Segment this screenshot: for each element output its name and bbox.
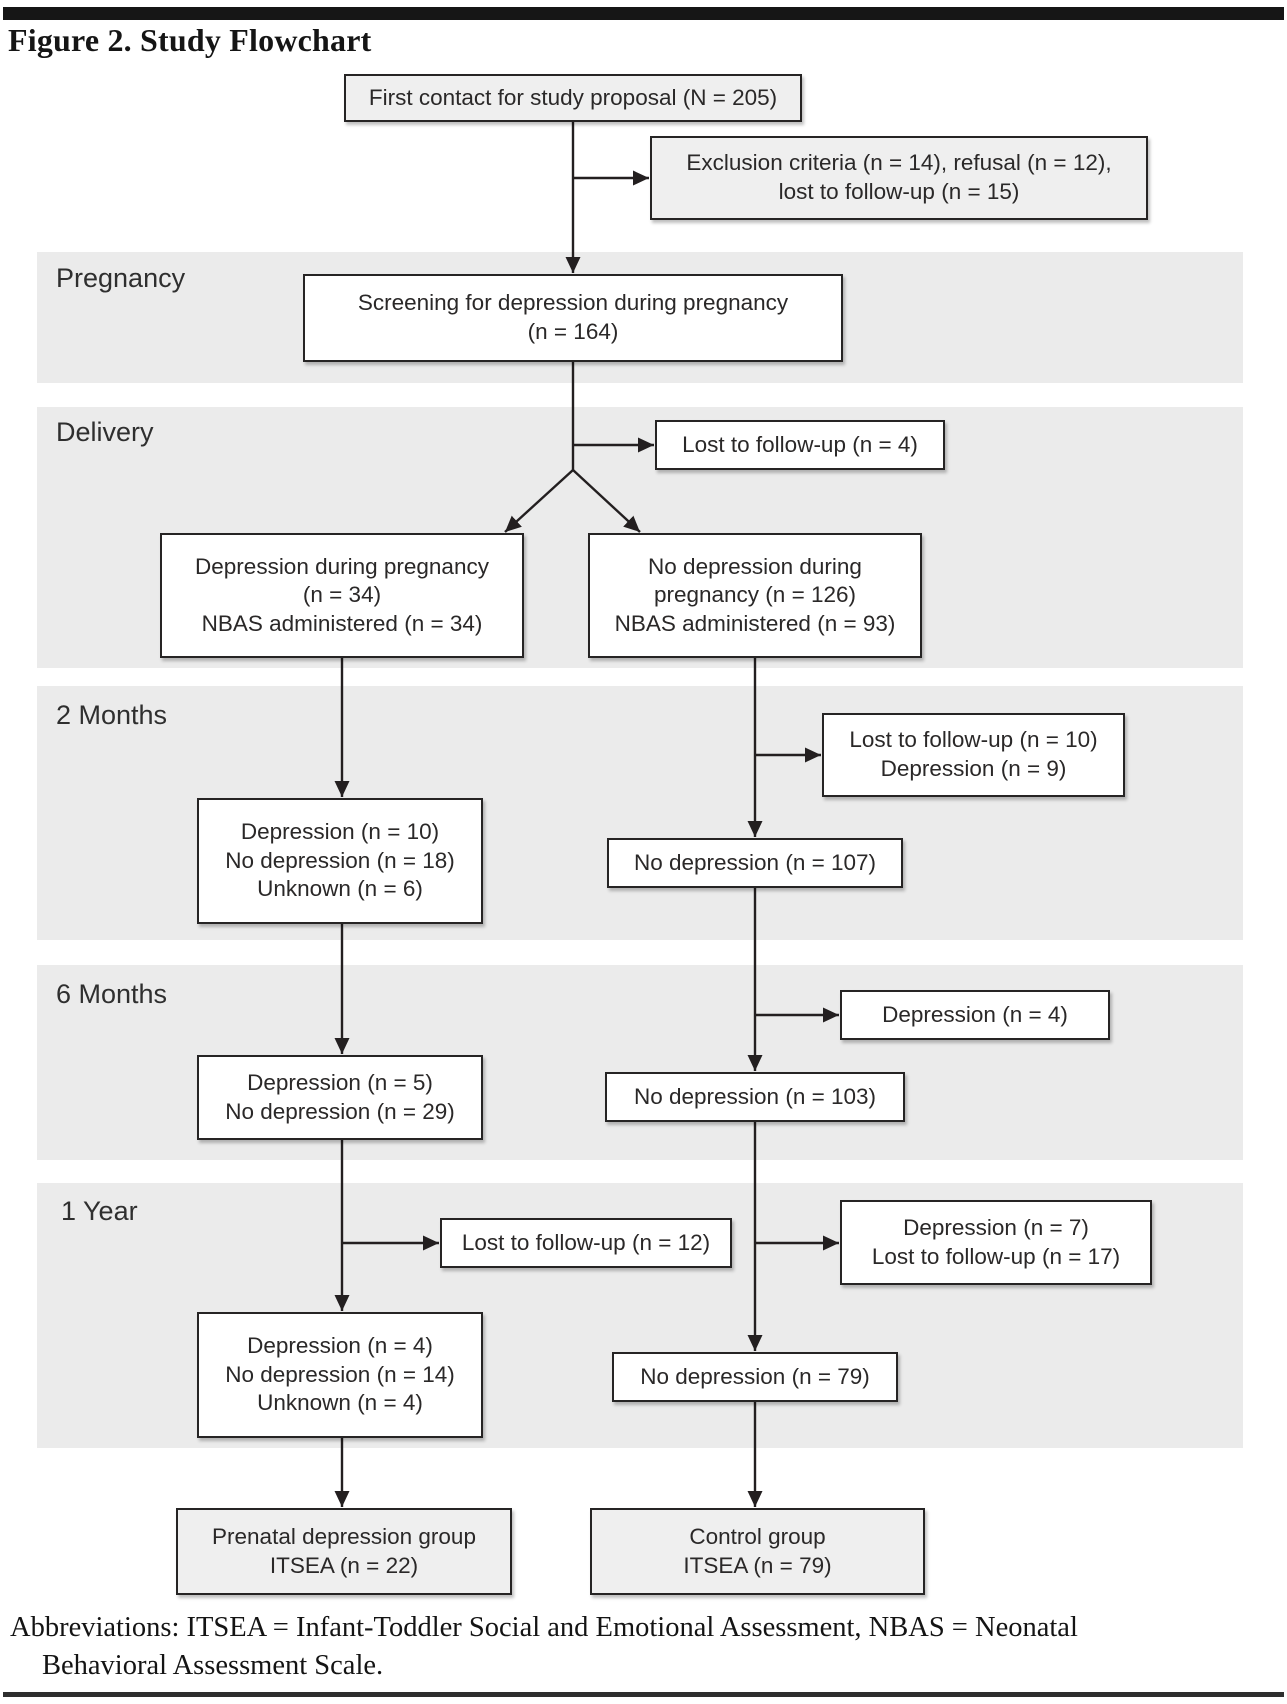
bottom-rule <box>3 1692 1284 1697</box>
box-right-1y: Depression (n = 7) Lost to follow-up (n … <box>840 1200 1152 1285</box>
box-first-contact: First contact for study proposal (N = 20… <box>344 74 802 122</box>
box-no-depression-1y: No depression (n = 79) <box>612 1352 898 1402</box>
figure-title: Figure 2. Study Flowchart <box>8 22 372 58</box>
footer-abbreviations-line1: Abbreviations: ITSEA = Infant-Toddler So… <box>10 1612 1078 1643</box>
box-left-6m: Depression (n = 5) No depression (n = 29… <box>197 1055 483 1140</box>
arrow-split-left <box>504 469 574 533</box>
box-left-2m: Depression (n = 10) No depression (n = 1… <box>197 798 483 924</box>
box-exclusion: Exclusion criteria (n = 14), refusal (n … <box>650 136 1148 220</box>
box-left-1y: Depression (n = 4) No depression (n = 14… <box>197 1312 483 1438</box>
band-label-one-year: 1 Year <box>61 1196 138 1226</box>
band-label-six-months: 6 Months <box>56 979 168 1009</box>
box-control-group: Control group ITSEA (n = 79) <box>590 1508 925 1595</box>
box-lost-delivery: Lost to follow-up (n = 4) <box>655 420 945 470</box>
top-rule <box>3 7 1284 20</box>
band-label-pregnancy: Pregnancy <box>56 263 186 293</box>
band-label-two-months: 2 Months <box>56 700 168 730</box>
box-depression-pregnancy: Depression during pregnancy (n = 34) NBA… <box>160 533 524 658</box>
box-no-depression-2m: No depression (n = 107) <box>607 838 903 888</box>
box-no-depression-pregnancy: No depression during pregnancy (n = 126)… <box>588 533 922 658</box>
box-screening: Screening for depression during pregnanc… <box>303 274 843 362</box>
box-no-depression-6m: No depression (n = 103) <box>605 1072 905 1122</box>
arrow-split-right <box>572 469 641 533</box>
band-label-delivery: Delivery <box>56 417 154 447</box>
box-lost-1y: Lost to follow-up (n = 12) <box>440 1218 732 1268</box>
box-depression-6m: Depression (n = 4) <box>840 990 1110 1040</box>
footer-abbreviations-line2: Behavioral Assessment Scale. <box>42 1650 384 1681</box>
box-lost-2m: Lost to follow-up (n = 10) Depression (n… <box>822 713 1125 797</box>
box-prenatal-group: Prenatal depression group ITSEA (n = 22) <box>176 1508 512 1595</box>
